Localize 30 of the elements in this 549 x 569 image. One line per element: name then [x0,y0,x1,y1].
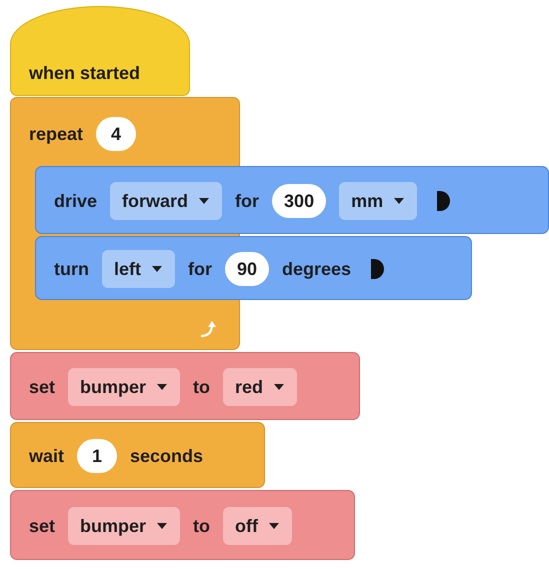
dropdown: left [102,250,175,288]
number-input: 1 [77,439,118,473]
command-block [10,352,360,420]
command-block [10,490,355,560]
dropdown: mm [339,182,418,220]
block-label: to [193,516,210,536]
number-input: 300 [272,184,326,218]
block-label: degrees [282,258,352,280]
block-label: when started [29,62,140,84]
block-label: seconds [130,446,204,466]
command-block [10,422,265,488]
block-label: to [193,376,210,398]
block-label: for [235,190,260,212]
command-block [35,166,549,234]
dropdown: off [223,507,292,545]
block-label: drive [54,190,98,212]
block-label: for [188,258,212,280]
dropdown: red [223,368,298,406]
block-label: turn [54,258,89,280]
dropdown: bumper [68,368,180,406]
block-label: wait [29,446,64,466]
number-input: 4 [96,117,136,151]
block-label: set [29,376,56,398]
block-label: repeat [29,124,84,144]
command-block [35,236,472,300]
number-input: 90 [225,252,270,286]
dropdown: forward [110,182,222,220]
dropdown: bumper [68,507,180,545]
block-label: set [29,516,56,536]
event-block [10,6,190,96]
